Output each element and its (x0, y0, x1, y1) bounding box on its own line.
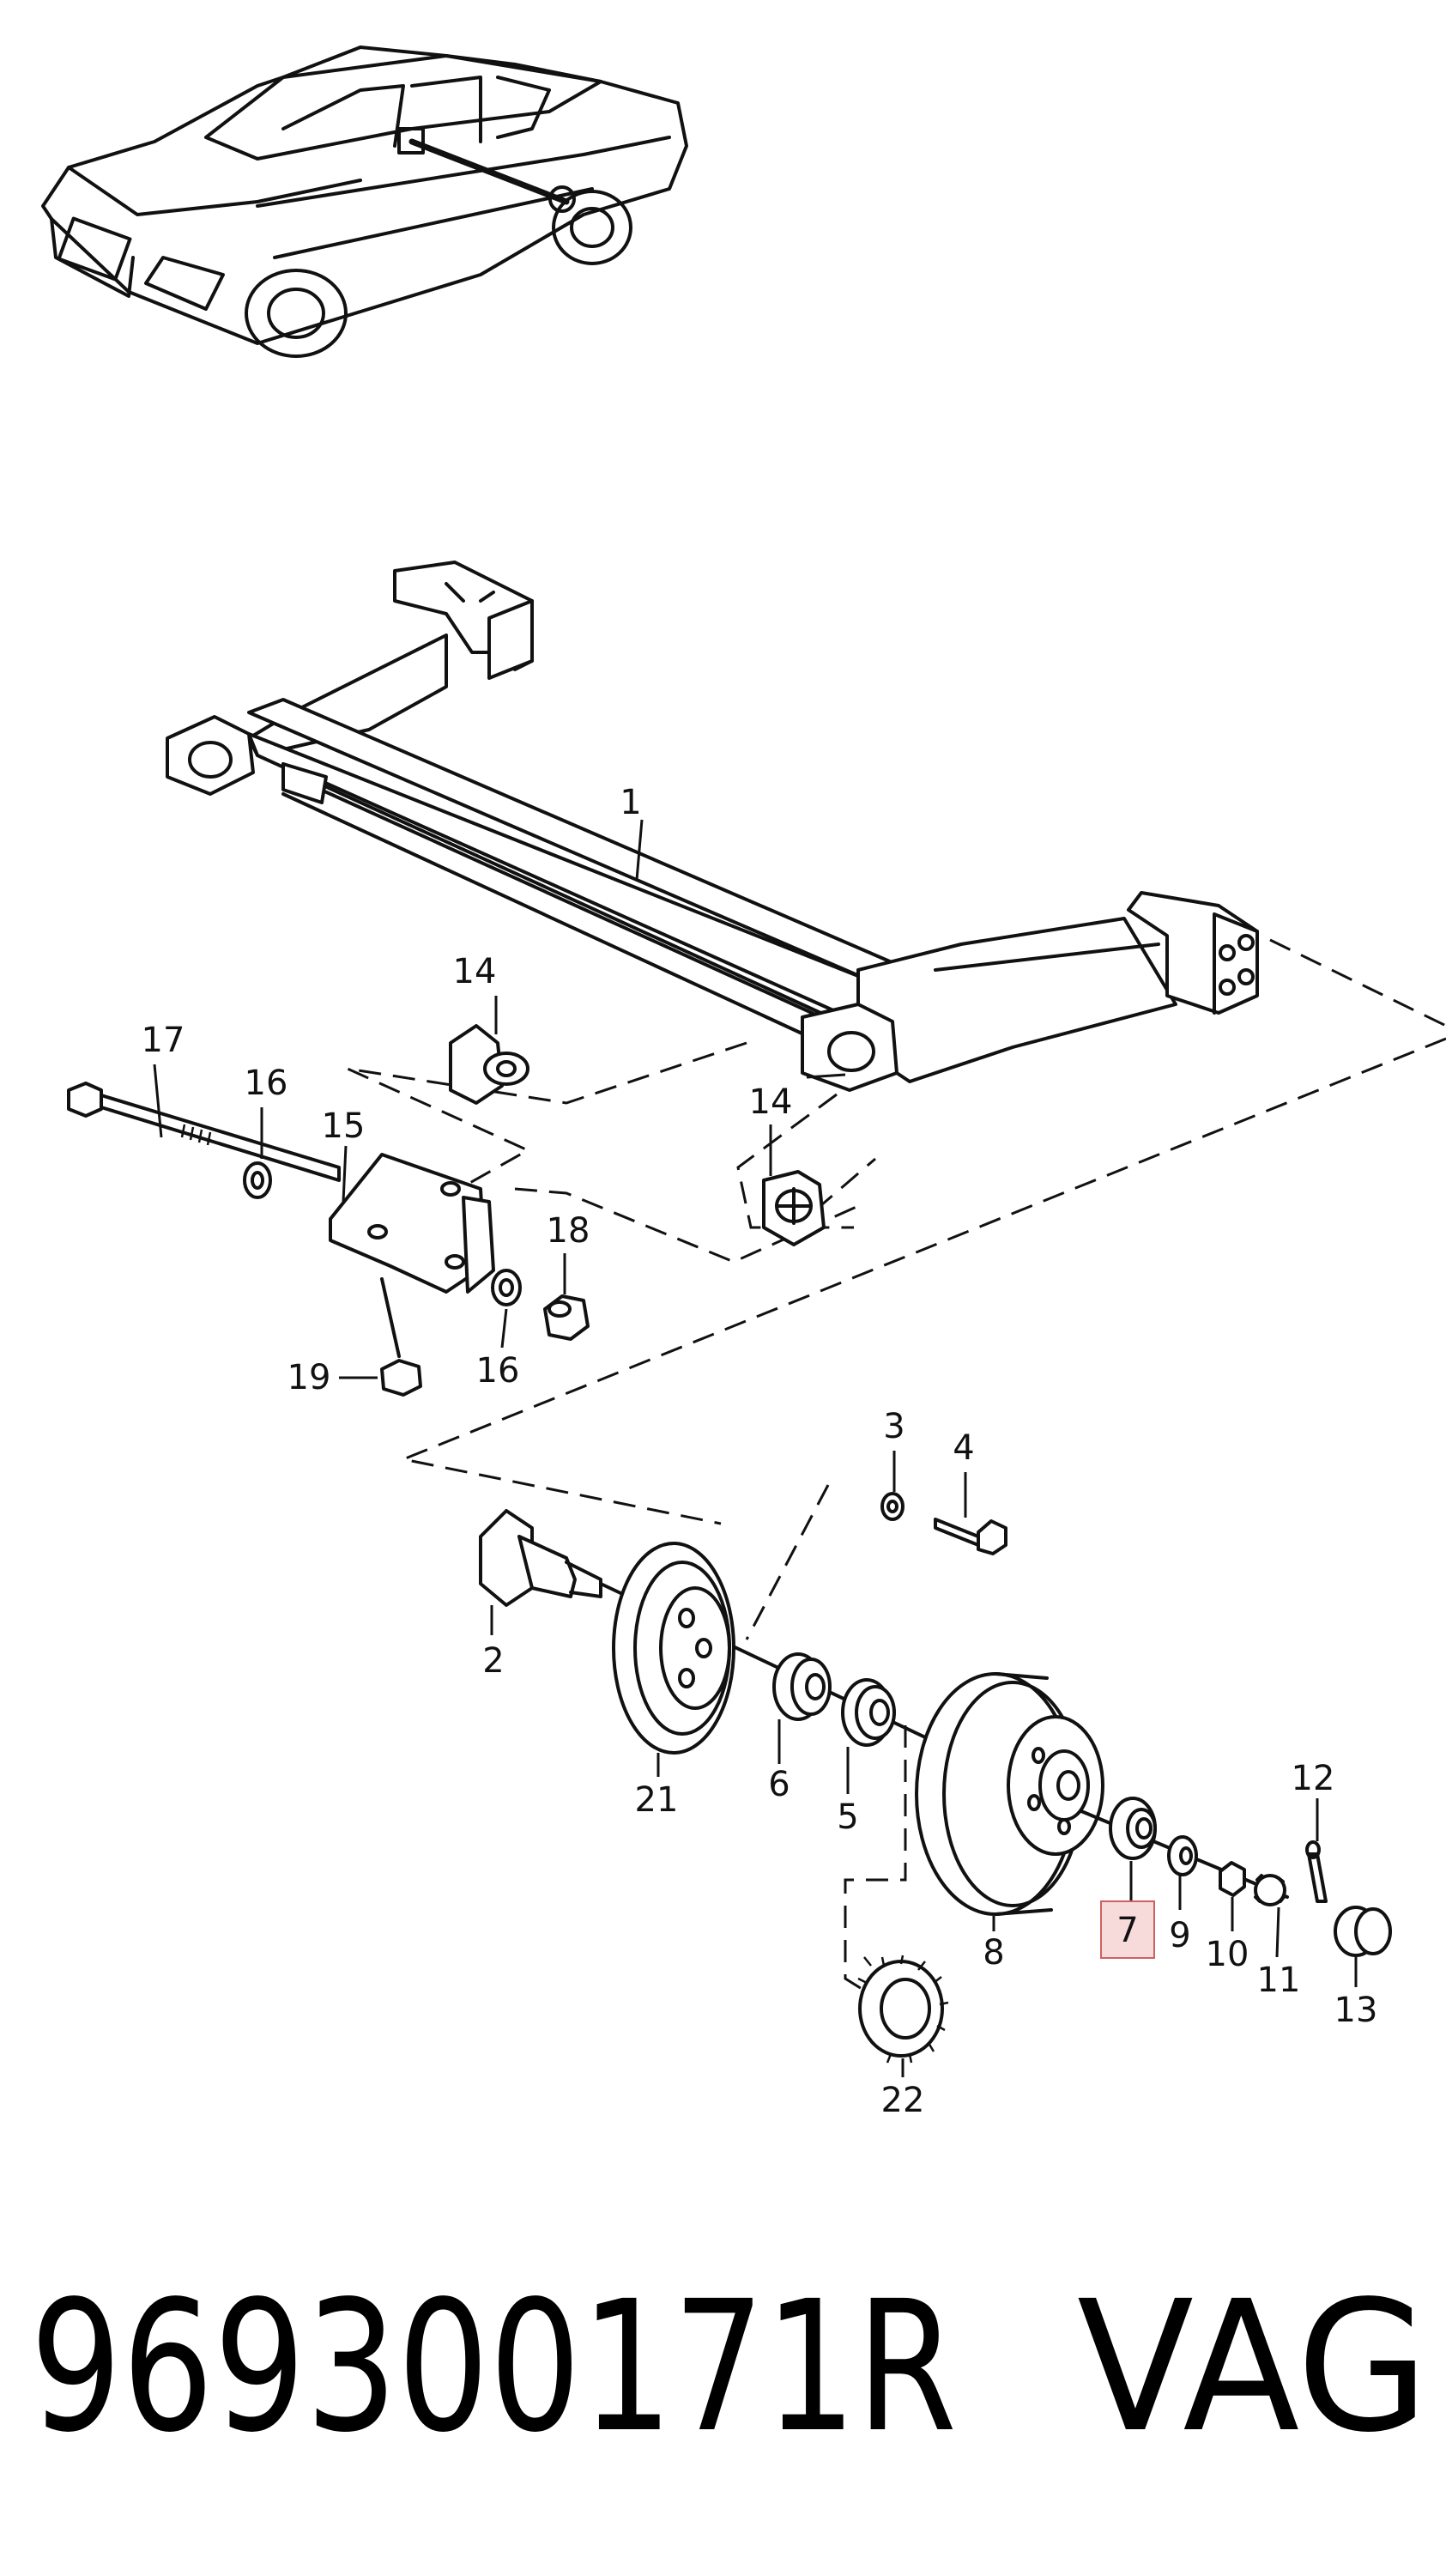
callout-12: 12 (1292, 1759, 1335, 1798)
callout-4: 4 (953, 1428, 974, 1468)
backing-plate (612, 1542, 735, 1755)
callout-2: 2 (482, 1641, 504, 1681)
long-bolt (67, 1082, 341, 1182)
callout-16-upper: 16 (245, 1064, 288, 1103)
axle-nut (1219, 1861, 1246, 1897)
callout-15: 15 (322, 1106, 366, 1146)
callout-8: 8 (983, 1933, 1004, 1973)
mounting-bracket (329, 1153, 495, 1294)
hex-bolt (934, 1518, 1007, 1555)
callout-labels: 1 2 3 4 5 6 7 8 9 10 11 12 13 14 14 15 1… (142, 783, 1378, 2120)
hex-nut (543, 1294, 590, 1341)
callout-11: 11 (1257, 1961, 1301, 2000)
callout-6: 6 (768, 1765, 790, 1804)
callout-7: 7 (1116, 1911, 1138, 1950)
callout-16-lower: 16 (476, 1351, 520, 1391)
cotter-pin (1305, 1840, 1328, 1903)
inner-bearing (841, 1678, 896, 1747)
footer: 969300171R VAG (30, 2262, 1429, 2472)
callout-3: 3 (883, 1407, 905, 1446)
part-number: 969300171R (30, 2262, 957, 2472)
brake-drum (915, 1672, 1104, 1916)
callout-21: 21 (635, 1780, 679, 1820)
washer-16a (243, 1161, 272, 1199)
brand-name: VAG (1077, 2262, 1429, 2472)
rubber-bushing-lower (762, 1170, 826, 1246)
callout-10: 10 (1206, 1935, 1249, 1974)
callout-22: 22 (881, 2081, 925, 2120)
assembly-lines (347, 938, 1446, 2002)
car-illustration (41, 45, 688, 358)
highlight-box (1100, 1900, 1155, 1959)
callout-1: 1 (620, 783, 641, 822)
castle-cap (1254, 1874, 1286, 1906)
thrust-washer (1167, 1835, 1198, 1876)
washer-16b (491, 1269, 522, 1306)
callout-18: 18 (547, 1211, 590, 1251)
callout-17: 17 (142, 1021, 185, 1060)
callout-14-upper: 14 (453, 952, 497, 991)
callout-5: 5 (837, 1797, 858, 1837)
lower-nut (380, 1277, 422, 1397)
callout-9: 9 (1169, 1916, 1190, 1955)
spring-washer (880, 1492, 905, 1521)
callout-14-lower: 14 (749, 1082, 793, 1122)
leader-lines (153, 819, 1358, 2077)
abs-ring (857, 1955, 949, 2064)
callout-19: 19 (287, 1358, 331, 1397)
grease-cap (1334, 1906, 1392, 1957)
rubber-bushing-upper (449, 1024, 529, 1105)
axle-beam (166, 561, 1259, 1092)
outer-bearing (1080, 1797, 1289, 1899)
inner-seal (772, 1652, 832, 1721)
callout-13: 13 (1334, 1991, 1378, 2030)
